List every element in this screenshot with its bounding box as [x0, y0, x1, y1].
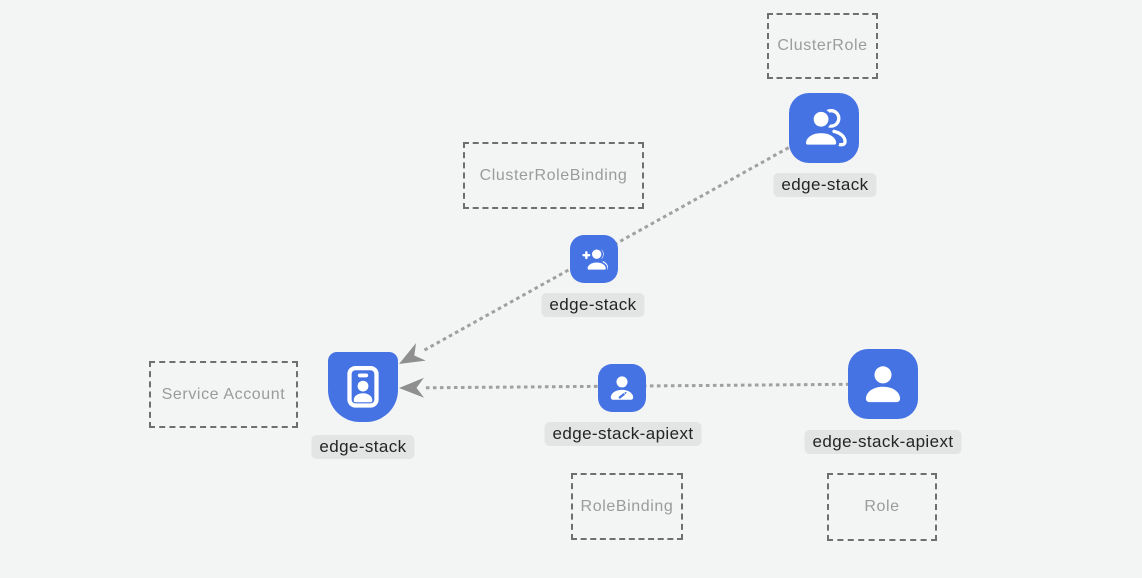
node-clusterrole-edge-stack[interactable]	[789, 93, 859, 163]
edge-clusterrole-to-serviceaccount	[418, 125, 827, 355]
kind-box-clusterrolebinding: ClusterRoleBinding	[463, 142, 644, 209]
node-label-serviceaccount: edge-stack	[311, 435, 415, 459]
kind-box-serviceaccount: Service Account	[149, 361, 298, 428]
node-label-role: edge-stack-apiext	[804, 430, 962, 454]
id-badge-icon	[347, 365, 379, 408]
arrowhead-clusterrole-edge	[399, 343, 426, 364]
kind-box-label: RoleBinding	[580, 497, 674, 515]
user-plus-icon	[582, 247, 609, 272]
node-role-edge-stack-apiext[interactable]	[848, 349, 918, 419]
node-label-rolebinding: edge-stack-apiext	[544, 422, 702, 446]
kind-box-clusterrole: ClusterRole	[767, 13, 878, 79]
edge-role-to-serviceaccount	[422, 382, 885, 390]
user-icon	[865, 366, 901, 403]
kind-box-label: ClusterRoleBinding	[479, 166, 628, 184]
node-rolebinding-edge-stack-apiext[interactable]	[598, 364, 646, 412]
node-label-clusterrolebinding: edge-stack	[541, 293, 645, 317]
kind-box-role: Role	[827, 473, 937, 541]
kind-box-label: Role	[864, 498, 900, 515]
user-pencil-icon	[610, 376, 634, 400]
kind-box-rolebinding: RoleBinding	[571, 473, 683, 540]
node-serviceaccount-edge-stack[interactable]	[328, 352, 398, 422]
kind-box-label: Service Account	[161, 385, 286, 403]
node-clusterrolebinding-edge-stack[interactable]	[570, 235, 618, 283]
kind-box-label: ClusterRole	[777, 37, 868, 54]
users-icon	[802, 108, 847, 148]
node-label-clusterrole: edge-stack	[773, 173, 877, 197]
arrowhead-role-edge	[399, 377, 425, 398]
